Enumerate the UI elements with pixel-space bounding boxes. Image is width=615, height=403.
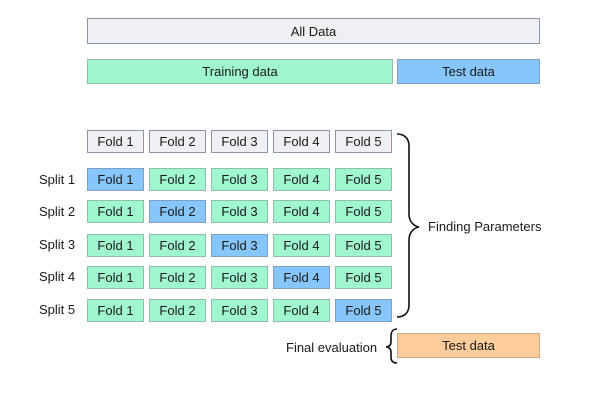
final-test-data-label: Test data bbox=[442, 338, 495, 353]
split-1-fold-4: Fold 4 bbox=[273, 168, 330, 191]
split-1-fold-1: Fold 1 bbox=[87, 168, 144, 191]
split-label-5: Split 5 bbox=[39, 302, 76, 317]
split-3-fold-2: Fold 2 bbox=[149, 234, 206, 257]
split-5-fold-2: Fold 2 bbox=[149, 299, 206, 322]
final-evaluation-label: Final evaluation bbox=[286, 340, 378, 355]
split-1-fold-3: Fold 3 bbox=[211, 168, 268, 191]
split-3-fold-4: Fold 4 bbox=[273, 234, 330, 257]
split-1-fold-5: Fold 5 bbox=[335, 168, 392, 191]
split-2-fold-1: Fold 1 bbox=[87, 200, 144, 223]
finding-parameters-label: Finding Parameters bbox=[428, 219, 542, 234]
split-2-fold-2: Fold 2 bbox=[149, 200, 206, 223]
split-5-fold-3: Fold 3 bbox=[211, 299, 268, 322]
split-5-fold-4: Fold 4 bbox=[273, 299, 330, 322]
split-4-fold-3: Fold 3 bbox=[211, 266, 268, 289]
training-data-box: Training data bbox=[87, 59, 393, 84]
fold-header-2: Fold 2 bbox=[149, 130, 206, 153]
final-evaluation-brace bbox=[385, 328, 398, 364]
split-label-4: Split 4 bbox=[39, 269, 76, 284]
test-data-label: Test data bbox=[442, 64, 495, 79]
finding-parameters-brace bbox=[396, 133, 420, 318]
split-4-fold-4: Fold 4 bbox=[273, 266, 330, 289]
all-data-label: All Data bbox=[290, 23, 337, 39]
test-data-box: Test data bbox=[397, 59, 540, 84]
split-5-fold-5: Fold 5 bbox=[335, 299, 392, 322]
split-label-3: Split 3 bbox=[39, 237, 76, 252]
split-4-fold-5: Fold 5 bbox=[335, 266, 392, 289]
split-2-fold-4: Fold 4 bbox=[273, 200, 330, 223]
split-label-1: Split 1 bbox=[39, 172, 76, 187]
fold-header-1: Fold 1 bbox=[87, 130, 144, 153]
fold-header-5: Fold 5 bbox=[335, 130, 392, 153]
training-data-label: Training data bbox=[202, 64, 278, 79]
split-4-fold-1: Fold 1 bbox=[87, 266, 144, 289]
all-data-box: All Data bbox=[87, 18, 540, 44]
split-1-fold-2: Fold 2 bbox=[149, 168, 206, 191]
split-2-fold-5: Fold 5 bbox=[335, 200, 392, 223]
split-3-fold-1: Fold 1 bbox=[87, 234, 144, 257]
final-test-data-box: Test data bbox=[397, 333, 540, 358]
split-3-fold-5: Fold 5 bbox=[335, 234, 392, 257]
split-label-2: Split 2 bbox=[39, 204, 76, 219]
split-4-fold-2: Fold 2 bbox=[149, 266, 206, 289]
split-2-fold-3: Fold 3 bbox=[211, 200, 268, 223]
split-3-fold-3: Fold 3 bbox=[211, 234, 268, 257]
fold-header-3: Fold 3 bbox=[211, 130, 268, 153]
fold-header-4: Fold 4 bbox=[273, 130, 330, 153]
split-5-fold-1: Fold 1 bbox=[87, 299, 144, 322]
